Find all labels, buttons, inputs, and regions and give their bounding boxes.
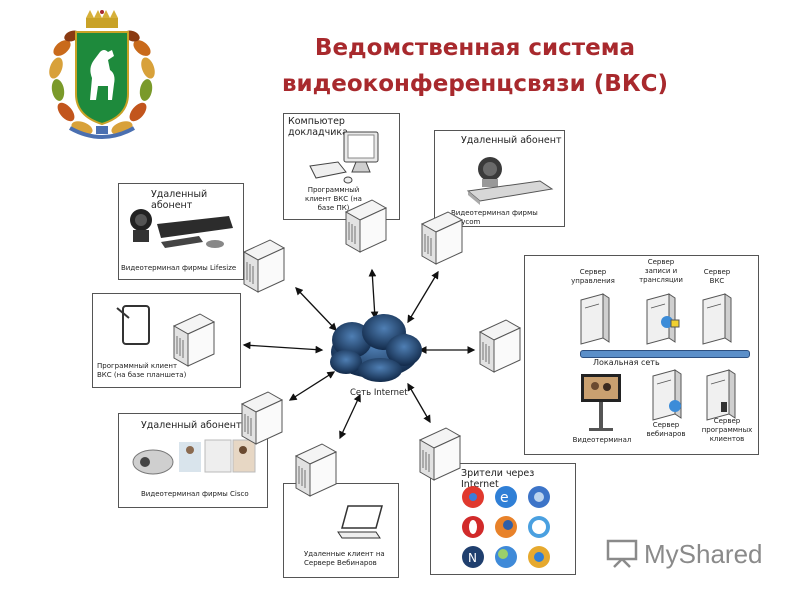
speaker-pc-caption: Программный клиент ВКС (на базе ПК) <box>305 186 362 212</box>
title-line-1: Ведомственная система <box>314 35 636 61</box>
lifesize-box: Удаленный абонент Видеотерминал фирмы Li… <box>118 183 244 280</box>
polycom-caption: Видеотерминал фирмы Polycom <box>451 209 538 226</box>
webinar-clients-caption: Удаленные клиент на Сервере Вебинаров <box>304 550 385 567</box>
browser-blue-icon <box>528 486 550 508</box>
svg-text:e: e <box>500 490 509 506</box>
desktop-computer-icon <box>309 131 379 184</box>
cisco-caption: Видеотерминал фирмы Cisco <box>141 490 249 498</box>
server-clients-label: Сервер программных клиентов <box>701 417 753 443</box>
globe-badge-icon <box>661 316 680 328</box>
horse-icon <box>90 50 115 100</box>
tablet-box: Программный клиент ВКС (на базе планшета… <box>92 293 241 388</box>
ie-icon: e <box>495 486 517 508</box>
link-cisco <box>288 371 336 401</box>
presentation-board-icon <box>606 539 638 568</box>
lifesize-header: Удаленный абонент <box>151 189 208 211</box>
link-viewers <box>407 382 431 424</box>
datacenter-box: Локальная сеть Сервер управления Сервер … <box>524 255 759 455</box>
netscape-icon: N <box>462 546 484 568</box>
webinar-clients-box: Удаленные клиент на Сервере Вебинаров <box>283 483 399 578</box>
server-tablet-gateway <box>173 313 215 367</box>
watermark-text: MyShared <box>644 539 763 569</box>
crown-icon <box>86 10 118 28</box>
speaker-pc-header: Компьютер докладчика <box>288 116 348 138</box>
cisco-terminal-icon <box>132 439 256 475</box>
browser-gold-icon <box>528 546 550 568</box>
tomsk-emblem <box>49 10 155 139</box>
lan-bus-bar <box>580 350 750 358</box>
speaker-pc-box: Компьютер докладчика Программный клиент … <box>283 113 400 220</box>
internet-viewers-header: Зрители через Internet <box>461 468 535 490</box>
cloud-label: Сеть Internet <box>350 388 408 398</box>
server-webinar-label: Сервер вебинаров <box>646 421 686 438</box>
polycom-header: Удаленный абонент <box>461 135 562 146</box>
link-webinar <box>339 393 361 440</box>
page-title: Ведомственная система видеоконференцсвяз… <box>240 30 710 102</box>
link-tablet <box>242 341 324 354</box>
videoterminal-label: Видеотерминал <box>572 436 632 444</box>
lifesize-caption: Видеотерминал фирмы Lifesize <box>121 264 237 272</box>
globe-icon <box>495 546 517 568</box>
laptop-icon <box>337 505 383 539</box>
lifesize-terminal-icon <box>130 209 233 248</box>
server-vks-icon <box>702 293 732 345</box>
server-datacenter-gateway <box>479 319 521 373</box>
server-cisco-gateway <box>241 391 283 445</box>
server-polycom-gateway <box>421 211 463 265</box>
opera-icon <box>462 516 484 538</box>
server-viewers-gateway <box>419 427 461 481</box>
server-webinar-gateway <box>295 443 337 497</box>
svg-text:N: N <box>468 551 477 565</box>
watermark-logo: MyShared <box>606 537 766 573</box>
link-polycom <box>407 270 439 324</box>
polycom-terminal-icon <box>466 157 554 205</box>
server-vks-label: Сервер ВКС <box>703 268 731 285</box>
lan-label: Локальная сеть <box>593 358 660 367</box>
title-line-2: видеоконференцсвязи (ВКС) <box>281 71 669 97</box>
server-rec-label: Сервер записи и трансляции <box>639 258 683 284</box>
link-speaker <box>368 268 379 320</box>
server-mgmt-icon <box>580 293 610 345</box>
internet-cloud-icon <box>330 314 422 382</box>
cisco-header: Удаленный абонент <box>141 420 242 431</box>
phone-badge-icon <box>721 402 727 412</box>
tablet-icon <box>116 305 150 345</box>
browser-icons: e N <box>462 486 550 568</box>
link-lifesize <box>295 287 337 331</box>
server-lifesize-gateway <box>243 239 285 293</box>
datacenter-servers <box>580 293 736 431</box>
internet-viewers-box: Зрители через Internet e N <box>430 463 576 575</box>
globe-badge-webinar-icon <box>669 400 681 412</box>
tablet-caption: Программный клиент ВКС (на базе планшета… <box>97 362 187 379</box>
ribbon-decoration <box>69 126 135 139</box>
chrome-icon <box>462 486 484 508</box>
videoterminal-icon <box>581 374 621 431</box>
polycom-box: Удаленный абонент Видеотерминал фирмы Po… <box>434 130 565 227</box>
server-mgmt-label: Сервер управления <box>571 268 615 285</box>
server-speaker-gateway <box>345 199 387 253</box>
safari-icon <box>528 516 550 538</box>
firefox-icon <box>495 516 517 538</box>
